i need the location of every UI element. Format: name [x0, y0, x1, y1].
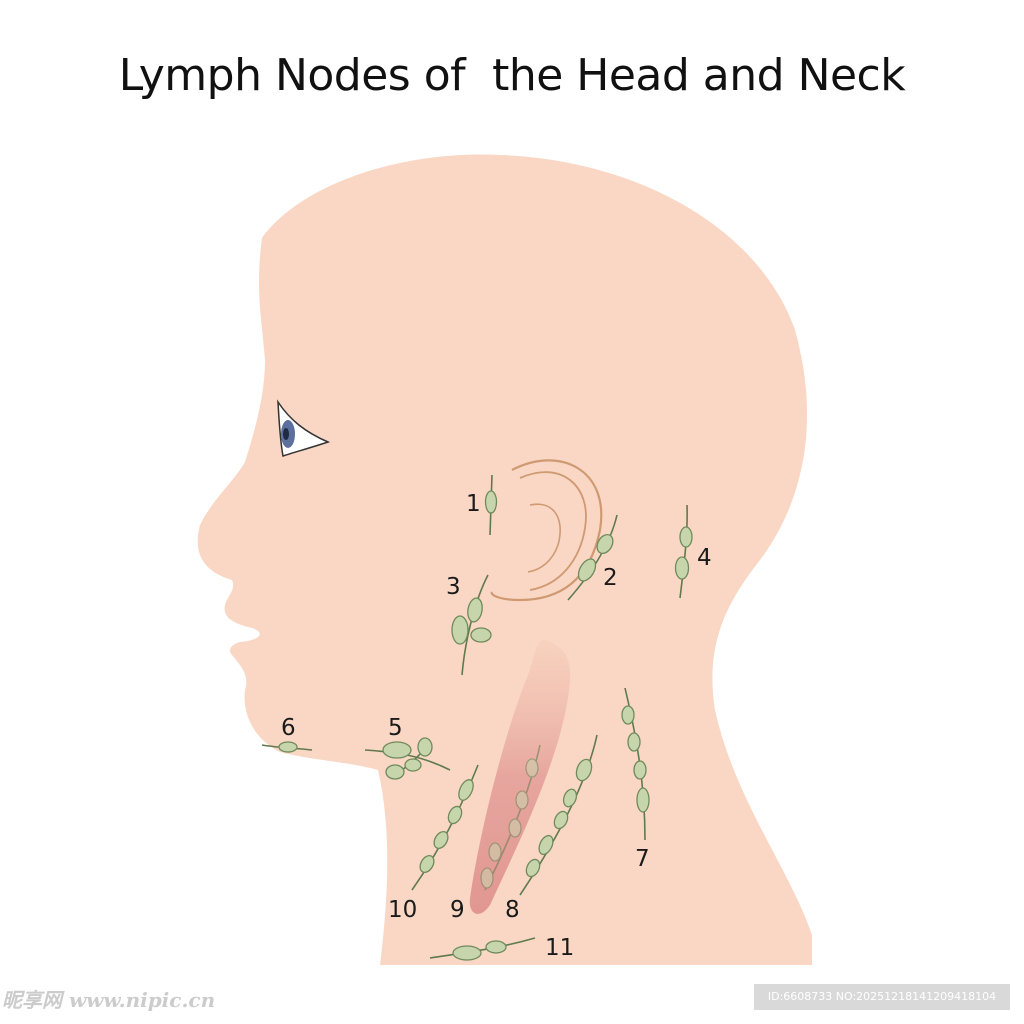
node-group-2: [567, 514, 618, 601]
label-1: 1: [466, 491, 481, 517]
label-5: 5: [388, 715, 403, 741]
label-4: 4: [697, 545, 712, 571]
node-number-labels: 1 2 3 4 5 6 7 8 9 10 11: [281, 491, 712, 961]
label-9: 9: [450, 897, 465, 923]
node-group-1: [484, 474, 498, 536]
node-group-3: [451, 574, 492, 676]
label-7: 7: [635, 846, 650, 872]
diagram-title: Lymph Nodes of the Head and Neck: [118, 50, 906, 101]
label-8: 8: [505, 897, 520, 923]
watermark-left: 昵享网 www.nipic.cn: [2, 988, 216, 1012]
watermark-id: ID:6608733 NO:20251218141209418104: [754, 984, 1010, 1010]
lymph-node-groups: [261, 474, 693, 961]
label-10: 10: [388, 897, 417, 923]
node-group-11: [429, 937, 536, 961]
label-3: 3: [446, 574, 461, 600]
node-group-9: [480, 744, 541, 891]
label-11: 11: [545, 935, 574, 961]
node-group-6: [261, 741, 313, 753]
node-group-5: [364, 737, 451, 780]
label-6: 6: [281, 715, 296, 741]
eye: [277, 399, 331, 457]
head-silhouette: [197, 154, 812, 965]
label-2: 2: [603, 565, 618, 591]
node-group-7: [621, 687, 650, 841]
node-group-8: [519, 734, 598, 896]
node-group-10: [411, 764, 479, 891]
node-group-4: [674, 504, 693, 599]
